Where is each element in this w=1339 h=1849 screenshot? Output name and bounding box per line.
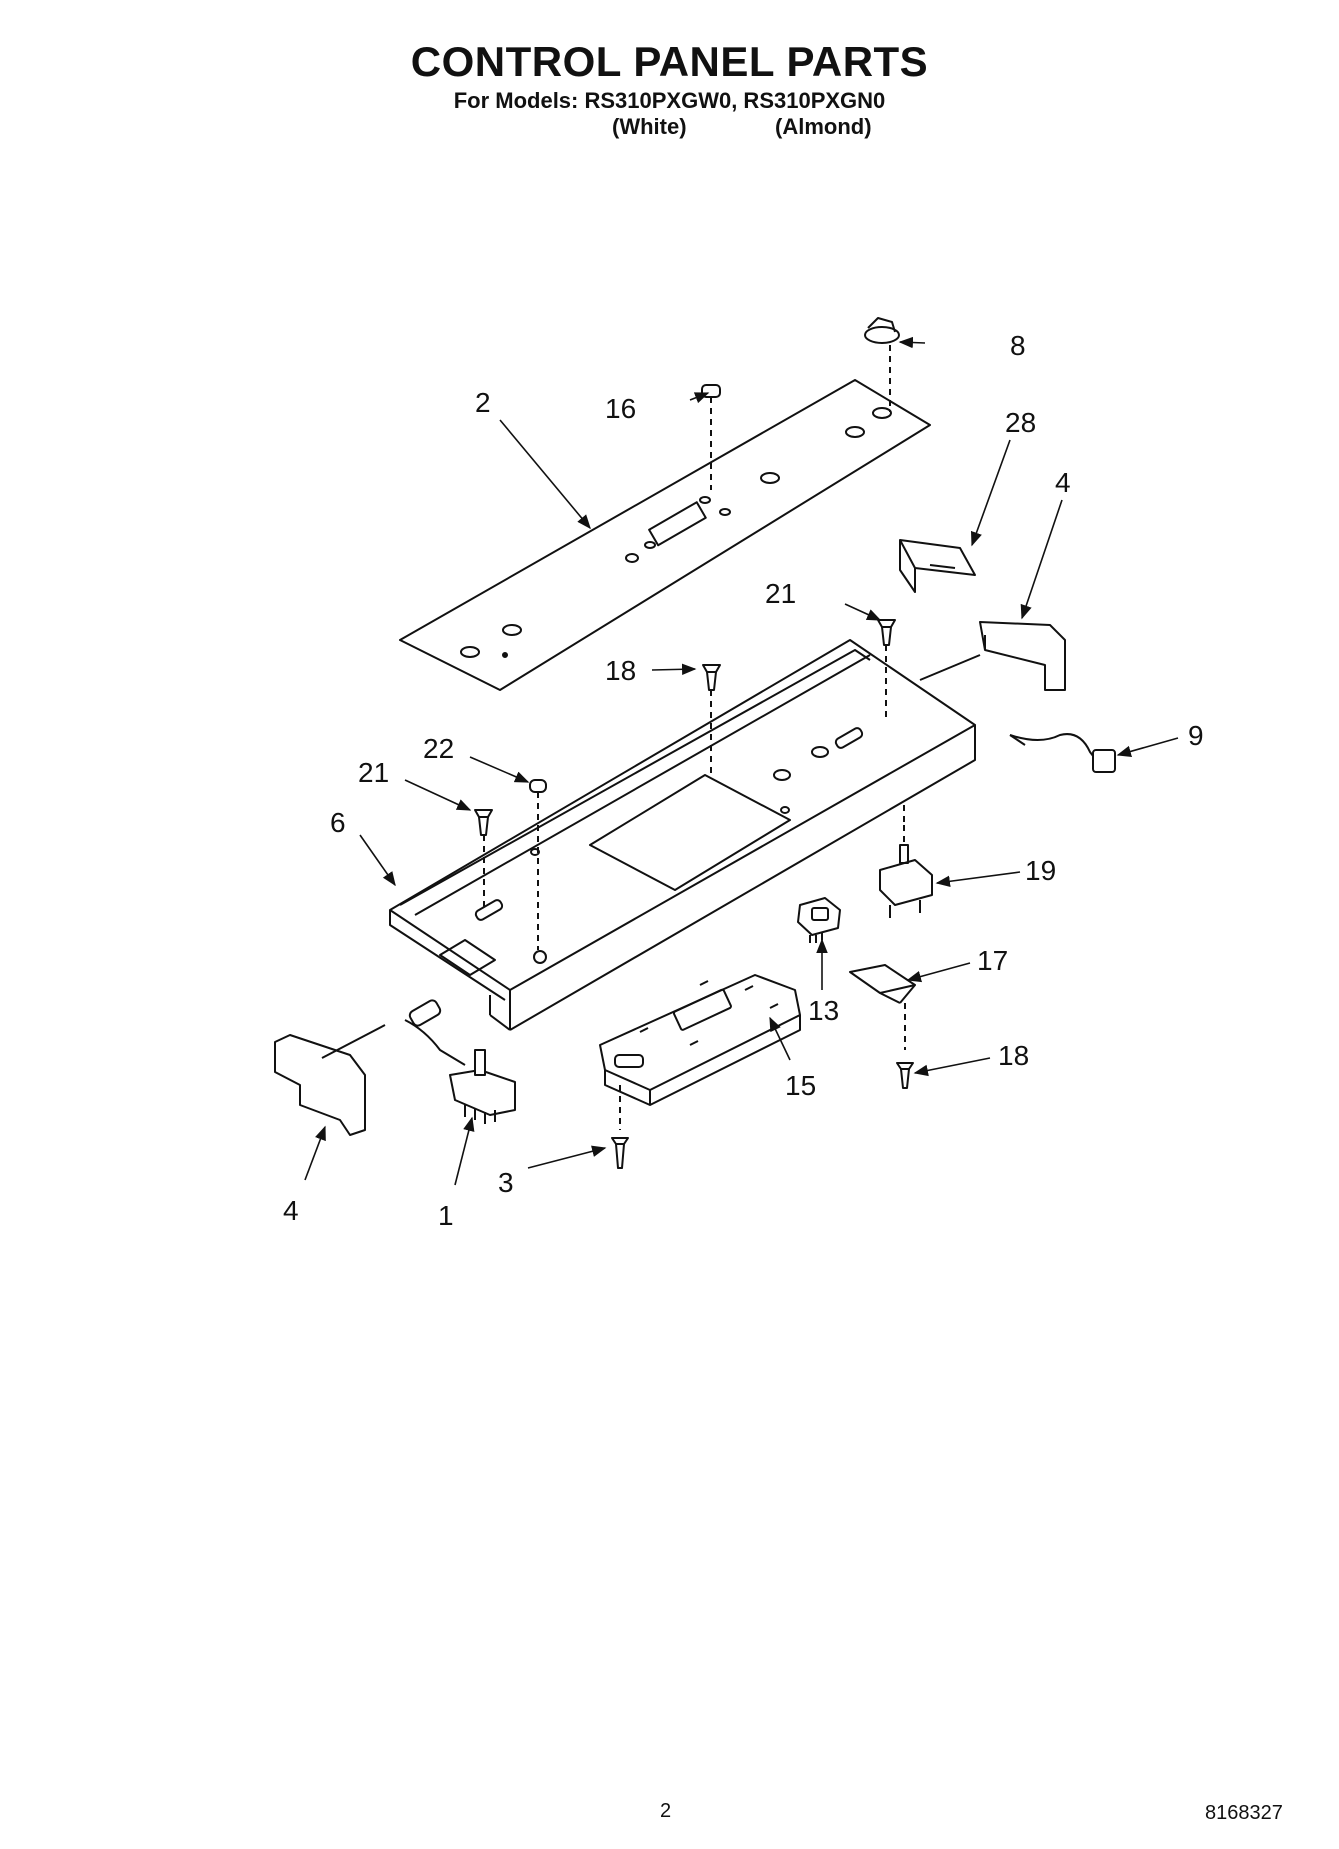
- callout-15: 15: [785, 1070, 816, 1101]
- bracket-17: [849, 964, 916, 1050]
- document-number: 8168327: [1205, 1802, 1283, 1824]
- callout-4-left: 4: [283, 1195, 299, 1226]
- callout-labels: 8 16 2 28 4 21 18 9 22 21 6 19 17 13 18 …: [283, 330, 1204, 1231]
- callout-8: 8: [1010, 330, 1026, 361]
- screw-18-bottom: [896, 1062, 914, 1089]
- callout-18-bottom: 18: [998, 1040, 1029, 1071]
- wire-harness-9: [1009, 733, 1116, 773]
- rocker-switch-13: [797, 897, 841, 943]
- callout-21-right: 21: [765, 578, 796, 609]
- plug-22: [529, 779, 547, 950]
- panel-housing: [389, 639, 976, 1031]
- page-title: CONTROL PANEL PARTS: [410, 38, 929, 85]
- callout-13: 13: [808, 995, 839, 1026]
- models-line: For Models: RS310PXGW0, RS310PXGN0: [453, 88, 886, 113]
- callout-2: 2: [475, 387, 491, 418]
- screw-18-top: [702, 664, 721, 775]
- panel-faceplate: [399, 379, 931, 691]
- screw-21-left: [474, 809, 493, 910]
- callout-3: 3: [498, 1167, 514, 1198]
- callout-6: 6: [330, 807, 346, 838]
- callout-4-right: 4: [1055, 467, 1071, 498]
- color-almond-label: (Almond): [775, 114, 872, 139]
- callout-19: 19: [1025, 855, 1056, 886]
- callout-21-left: 21: [358, 757, 389, 788]
- callout-18-top: 18: [605, 655, 636, 686]
- end-cap-left: [274, 1024, 386, 1136]
- callout-28: 28: [1005, 407, 1036, 438]
- color-white-label: (White): [612, 114, 687, 139]
- callout-16: 16: [605, 393, 636, 424]
- screw-21-right: [877, 619, 896, 720]
- end-cap-right: [919, 621, 1066, 691]
- screw-3: [611, 1137, 629, 1169]
- knob: [864, 317, 900, 412]
- switch-19: [879, 800, 933, 918]
- page-number: 2: [660, 1800, 672, 1822]
- infinite-switch-1: [404, 999, 516, 1124]
- callout-9: 9: [1188, 720, 1204, 751]
- leader-arrows: [304, 336, 1179, 1186]
- callout-17: 17: [977, 945, 1008, 976]
- control-board-15: [599, 974, 801, 1130]
- callout-1: 1: [438, 1200, 454, 1231]
- bracket-28: [899, 539, 976, 593]
- callout-22: 22: [423, 733, 454, 764]
